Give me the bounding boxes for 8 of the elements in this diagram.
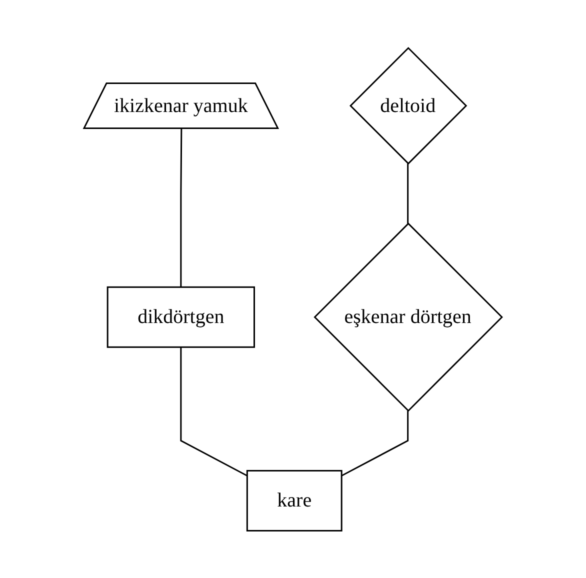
node-diamond: eşkenar dörtgen	[314, 222, 504, 412]
connector	[180, 128, 182, 287]
connector	[341, 410, 409, 476]
node-box: kare	[246, 470, 342, 532]
connector	[180, 346, 248, 476]
node-diamond: deltoid	[350, 46, 468, 164]
node-box: dikdörtgen	[106, 286, 256, 348]
connector	[407, 163, 409, 224]
